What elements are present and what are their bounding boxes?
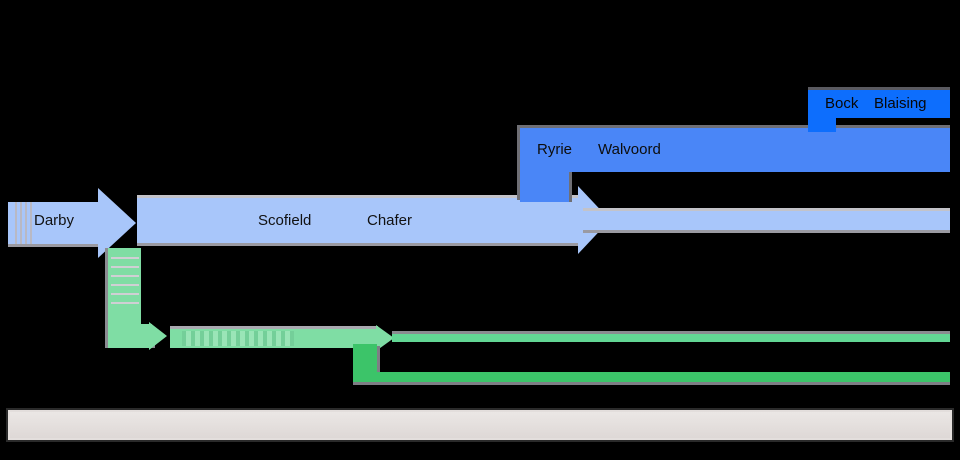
ryrie-walvoord-bar[interactable]	[520, 128, 950, 172]
darby-label: Darby	[34, 212, 75, 229]
bock-label: Bock	[825, 95, 859, 112]
chafer-label: Chafer	[367, 212, 413, 229]
scofield-label: Scofield	[258, 212, 312, 229]
green-band-text-pattern	[182, 331, 294, 346]
ryrie-connector-stem	[520, 170, 569, 202]
ryrie-stem-edge	[569, 172, 572, 202]
ryrie-bar-left-edge	[517, 125, 520, 200]
bock-blaising-bar[interactable]	[808, 90, 950, 118]
green-connector-left-edge	[105, 248, 108, 348]
ryrie-bar-top-edge	[520, 125, 950, 128]
green-connector-stripe-pattern	[111, 250, 139, 308]
green-band-tail-line	[392, 334, 950, 342]
scofield-tail-bottom-edge	[583, 230, 950, 233]
bock-connector-stem	[808, 116, 836, 132]
dark-green-line-edge	[353, 382, 950, 385]
green-band-tail-edge	[392, 331, 950, 334]
dark-green-stem-edge	[377, 346, 380, 372]
green-band-top-edge	[170, 326, 378, 329]
green-connector-horizontal	[108, 324, 152, 348]
scofield-chafer-bar[interactable]	[137, 198, 580, 243]
scofield-tail-top-edge	[583, 208, 950, 211]
ryrie-label: Ryrie	[537, 141, 573, 158]
green-connector-arrowhead-icon	[149, 322, 167, 350]
timeline-axis-bar[interactable]	[6, 408, 954, 442]
scofield-bar-top-edge	[137, 195, 580, 198]
dark-green-timeline-line[interactable]	[353, 372, 950, 382]
scofield-tail-line	[583, 211, 950, 230]
green-band-arrowhead-icon	[376, 325, 394, 351]
darby-stripe-pattern	[12, 202, 34, 244]
scofield-bar-bottom-edge	[137, 243, 580, 246]
darby-arrowhead-icon	[98, 188, 136, 258]
bock-bar-top-edge	[808, 87, 950, 90]
timeline-axis-fill	[10, 412, 950, 438]
walvoord-label: Walvoord	[598, 141, 661, 158]
blaising-label: Blaising	[874, 95, 927, 112]
darby-shadow	[8, 244, 100, 247]
